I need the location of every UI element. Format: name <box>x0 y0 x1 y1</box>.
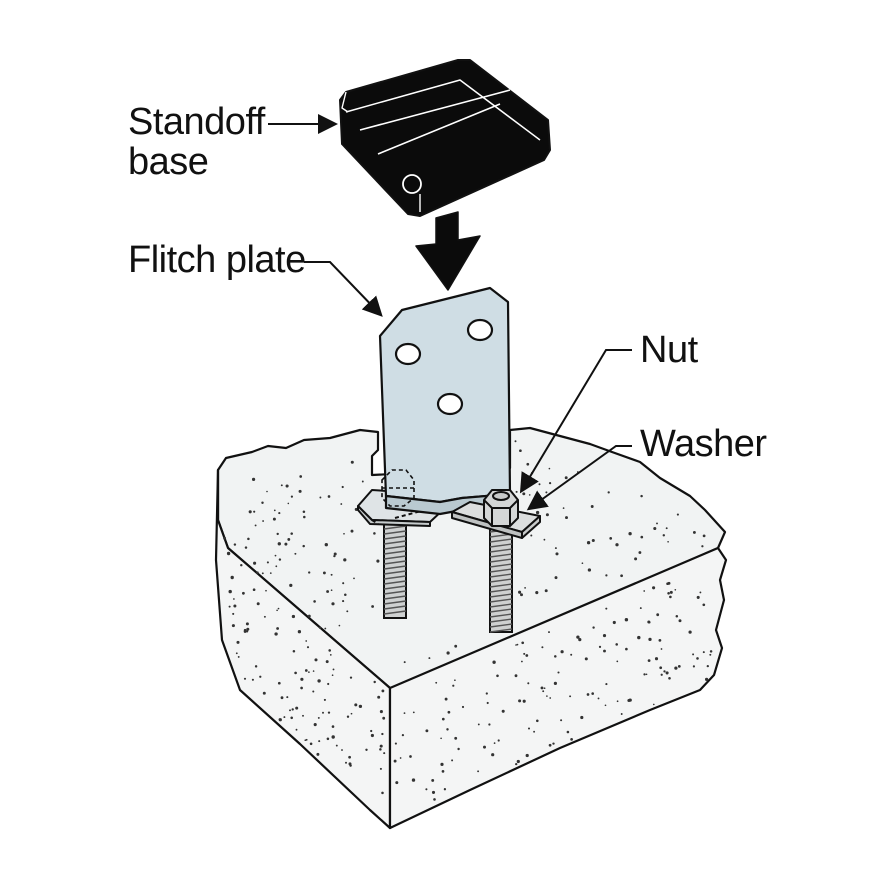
label-nut: Nut <box>640 329 698 371</box>
label-washer: Washer <box>640 423 767 465</box>
label-standoff-base-line2: base <box>128 141 209 183</box>
concrete-right-face <box>388 546 728 830</box>
right-nut <box>483 489 519 527</box>
label-standoff-base-line1: Standoff <box>128 101 265 143</box>
plate-hole-1 <box>394 342 422 366</box>
label-flitch-plate: Flitch plate <box>128 239 306 281</box>
flitch-leader <box>304 261 383 317</box>
left-anchor-rod <box>383 511 407 619</box>
right-anchor-rod <box>489 519 513 633</box>
left-nut <box>381 469 415 507</box>
plate-hole-2 <box>466 318 494 342</box>
plate-hole-3 <box>436 392 464 416</box>
down-arrow-icon <box>415 211 481 291</box>
flitch-plate <box>378 286 512 516</box>
nut-leader <box>519 349 632 494</box>
leader-lines <box>268 114 632 511</box>
standoff-base <box>339 59 551 217</box>
washer-leader <box>526 445 632 511</box>
concrete-footing <box>214 426 728 830</box>
